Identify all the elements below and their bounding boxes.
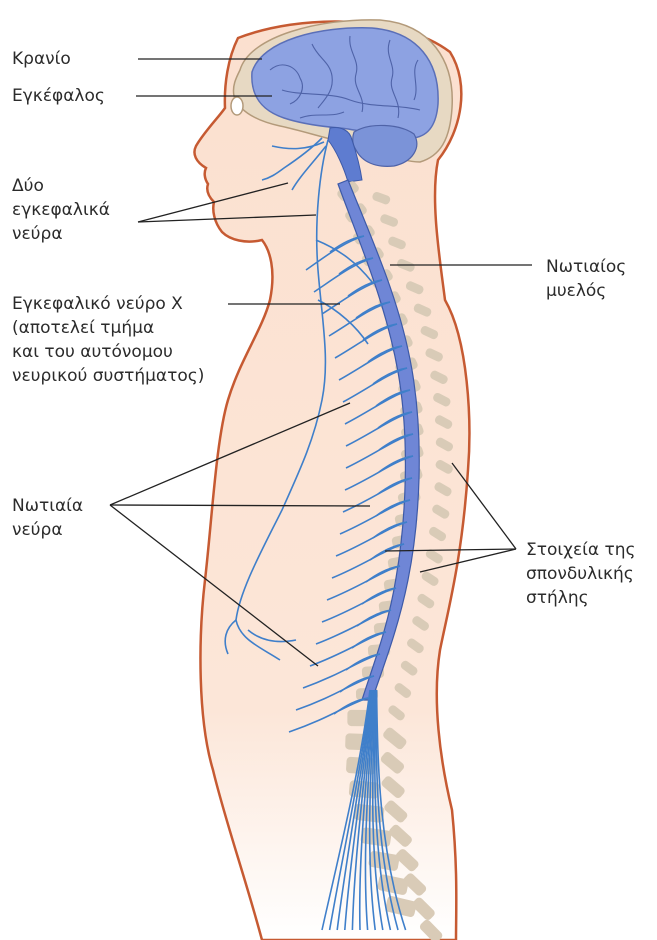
label-vertebrae: Στοιχεία της σπονδυλικής στήλης bbox=[526, 538, 636, 610]
eye-socket bbox=[231, 97, 243, 115]
label-spinal-cord-line: μυελός bbox=[546, 279, 626, 303]
label-vagus-nerve: Εγκεφαλικό νεύρο X (αποτελεί τμήμα και τ… bbox=[12, 292, 204, 388]
label-vagus-line: νευρικού συστήματος) bbox=[12, 364, 204, 388]
label-spinal-nerves: Νωτιαία νεύρα bbox=[12, 494, 83, 542]
label-vagus-line: Εγκεφαλικό νεύρο X bbox=[12, 292, 204, 316]
label-cranial-nerves-line: εγκεφαλικά bbox=[12, 198, 110, 222]
label-spinal-cord-line: Νωτιαίος bbox=[546, 255, 626, 279]
label-spinal-cord: Νωτιαίος μυελός bbox=[546, 255, 626, 303]
label-cranial-nerves-line: νεύρα bbox=[12, 222, 110, 246]
label-vertebrae-line: Στοιχεία της bbox=[526, 538, 636, 562]
label-vagus-line: και του αυτόνομου bbox=[12, 340, 204, 364]
label-vagus-line: (αποτελεί τμήμα bbox=[12, 316, 204, 340]
label-vertebrae-line: σπονδυλικής bbox=[526, 562, 636, 586]
label-vertebrae-line: στήλης bbox=[526, 586, 636, 610]
label-brain: Εγκέφαλος bbox=[12, 84, 105, 108]
label-cranial-nerves: Δύο εγκεφαλικά νεύρα bbox=[12, 174, 110, 246]
label-cranial-nerves-line: Δύο bbox=[12, 174, 110, 198]
label-spinal-nerves-line: Νωτιαία bbox=[12, 494, 83, 518]
label-skull: Κρανίο bbox=[12, 47, 71, 71]
label-spinal-nerves-line: νεύρα bbox=[12, 518, 83, 542]
